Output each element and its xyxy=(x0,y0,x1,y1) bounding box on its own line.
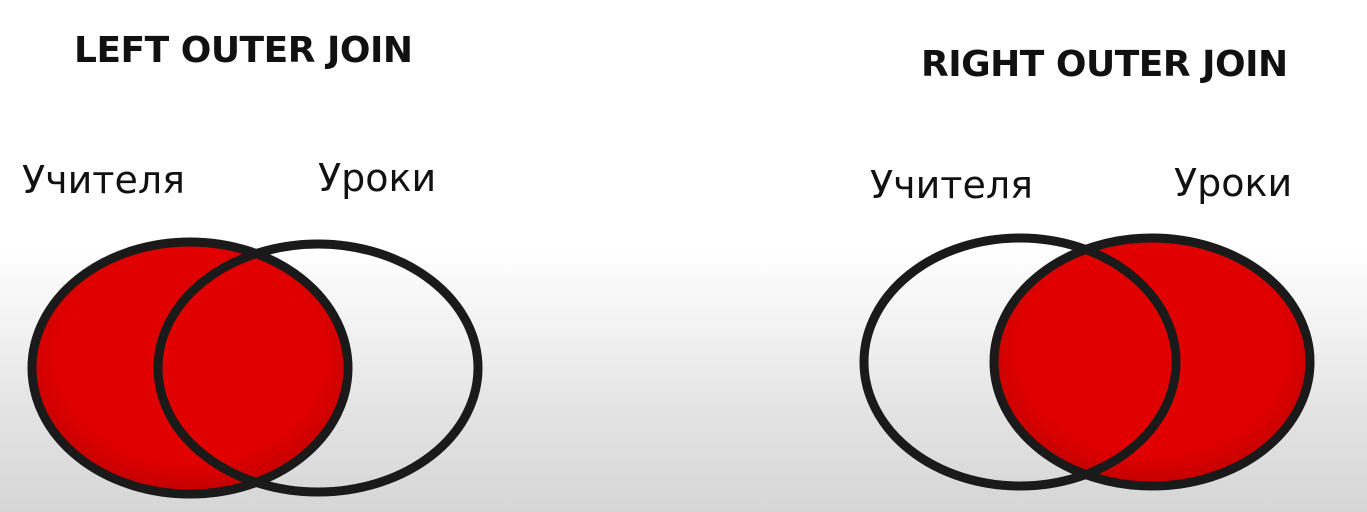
left-join-venn xyxy=(27,237,483,499)
left-join-set-a-circle xyxy=(27,237,353,499)
right-join-set-a-circle xyxy=(859,233,1181,491)
right-join-venn xyxy=(859,233,1315,491)
right-join-set-a-label: Учителя xyxy=(870,163,1033,207)
left-join-set-b-circle xyxy=(153,239,483,497)
left-join-set-a-label: Учителя xyxy=(22,158,185,202)
right-join-set-b-label: Уроки xyxy=(1174,161,1293,205)
left-join-title: LEFT OUTER JOIN xyxy=(74,30,413,71)
right-join-title: RIGHT OUTER JOIN xyxy=(921,44,1288,85)
right-join-set-b-circle xyxy=(989,233,1315,491)
left-join-set-b-label: Уроки xyxy=(318,156,437,200)
